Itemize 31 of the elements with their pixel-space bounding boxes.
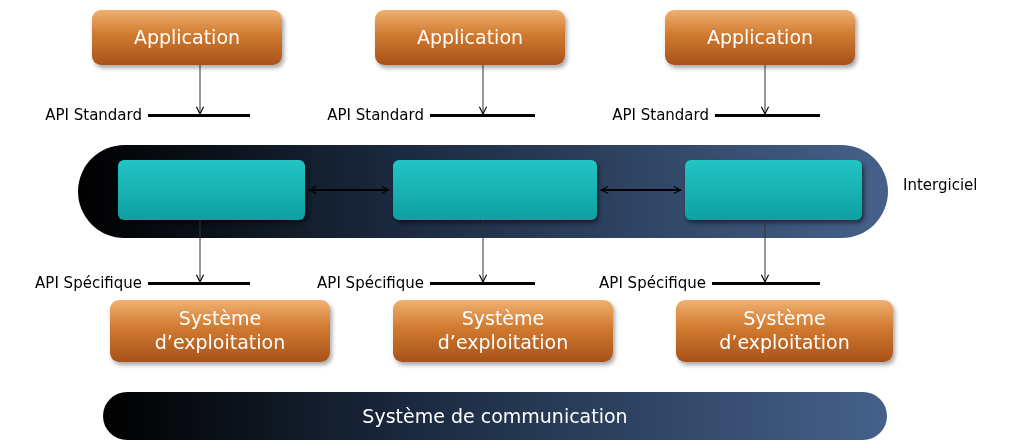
- interface-line: [712, 282, 820, 285]
- interface-line: [148, 282, 250, 285]
- arrow: [308, 185, 390, 195]
- communication-band: Système de communication: [103, 392, 887, 440]
- arrow: [760, 219, 770, 283]
- arrow: [760, 64, 770, 115]
- arrow: [600, 185, 682, 195]
- layer-label: Intergiciel: [903, 176, 978, 194]
- arrow: [195, 219, 205, 283]
- application-box: Application: [92, 10, 282, 65]
- os-box: Système d’exploitation: [676, 300, 893, 362]
- os-box: Système d’exploitation: [110, 300, 330, 362]
- os-box: Système d’exploitation: [393, 300, 613, 362]
- middleware-box: [685, 160, 862, 220]
- interface-line: [430, 114, 535, 117]
- application-box: Application: [375, 10, 565, 65]
- middleware-box: [393, 160, 597, 220]
- api-label: API Spécifique: [317, 274, 424, 292]
- middleware-box: [118, 160, 305, 220]
- interface-line: [148, 114, 250, 117]
- api-label: API Spécifique: [35, 274, 142, 292]
- application-box: Application: [665, 10, 855, 65]
- arrow: [195, 64, 205, 115]
- api-label: API Spécifique: [599, 274, 706, 292]
- api-label: API Standard: [45, 106, 142, 124]
- interface-line: [430, 282, 535, 285]
- arrow: [478, 64, 488, 115]
- api-label: API Standard: [612, 106, 709, 124]
- arrow: [478, 219, 488, 283]
- api-label: API Standard: [327, 106, 424, 124]
- interface-line: [715, 114, 820, 117]
